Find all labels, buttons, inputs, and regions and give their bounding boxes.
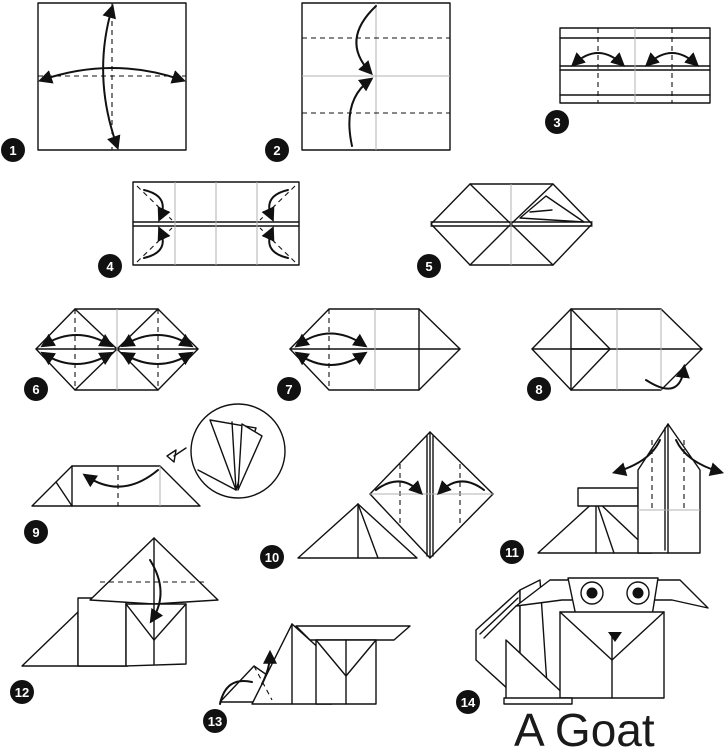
step-14-diagram (475, 577, 709, 705)
step-badge-3: 3 (545, 110, 569, 134)
step-badge-9: 9 (24, 520, 48, 544)
right-eye-icon (632, 587, 644, 599)
step-12-diagram (21, 537, 219, 667)
svg-text:1: 1 (9, 143, 16, 158)
step-6-diagram (35, 308, 199, 391)
step-13-diagram (219, 623, 411, 705)
left-eye-icon (586, 587, 598, 599)
svg-text:9: 9 (32, 525, 39, 540)
step-badge-8: 8 (527, 377, 551, 401)
svg-text:2: 2 (273, 143, 280, 158)
svg-text:11: 11 (505, 545, 519, 560)
step-8-diagram (531, 308, 703, 391)
step-badge-6: 6 (24, 377, 48, 401)
step-badge-5: 5 (417, 254, 441, 278)
step-badge-14: 14 (456, 690, 480, 714)
step-11-diagram (537, 423, 725, 554)
step-badge-7: 7 (277, 377, 301, 401)
step-7-diagram (289, 308, 461, 391)
svg-text:13: 13 (208, 714, 222, 729)
svg-text:6: 6 (32, 382, 39, 397)
svg-text:14: 14 (461, 695, 476, 710)
step-4-diagram (132, 181, 300, 266)
step-10-diagram (297, 431, 494, 559)
step-badge-1: 1 (1, 138, 25, 162)
diagram-title: A Goat (514, 704, 655, 750)
step-badge-10: 10 (260, 545, 284, 569)
svg-text:12: 12 (15, 685, 29, 700)
svg-text:5: 5 (425, 259, 432, 274)
step-5-diagram (430, 183, 593, 266)
nose-icon (608, 632, 622, 642)
step-badge-2: 2 (265, 138, 289, 162)
step-badge-11: 11 (500, 540, 524, 564)
svg-text:4: 4 (106, 259, 114, 274)
svg-text:10: 10 (265, 550, 279, 565)
step-badge-12: 12 (10, 680, 34, 704)
svg-text:3: 3 (553, 115, 560, 130)
svg-text:7: 7 (285, 382, 292, 397)
step-3-diagram (559, 27, 711, 104)
step-badge-4: 4 (98, 254, 122, 278)
step-2-diagram (301, 2, 451, 151)
svg-text:8: 8 (535, 382, 542, 397)
step-1-diagram (37, 2, 187, 151)
step-9-diagram (31, 403, 286, 507)
step-badge-13: 13 (203, 709, 227, 733)
